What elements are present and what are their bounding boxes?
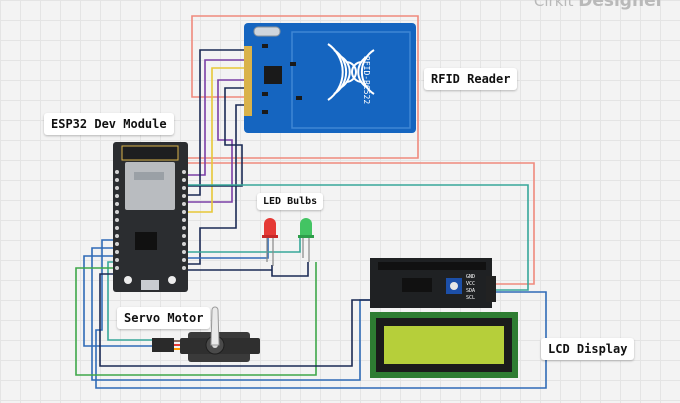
- cirkit-designer-watermark: Cirkit Designer: [533, 0, 664, 11]
- servo-horn-icon: [210, 306, 220, 346]
- lcd-pin-labels: GND VCC SDA SCL: [466, 274, 475, 302]
- label-servo-motor: Servo Motor: [117, 307, 211, 329]
- esp32-module-logo: [134, 172, 164, 180]
- i2c-chip: [402, 278, 432, 292]
- esp32-antenna: [121, 145, 179, 161]
- servo-connector: [152, 338, 174, 352]
- esp32-pins-left: [115, 170, 119, 270]
- wire-blue-bottom-1: [95, 239, 547, 389]
- label-rfid-reader: RFID Reader: [424, 68, 518, 90]
- esp32-button-en: [124, 276, 132, 284]
- servo-motor: [152, 306, 260, 362]
- wire-green-bottom: [75, 262, 317, 376]
- wire-purple-1: [185, 59, 248, 176]
- rfid-pin-header: [244, 46, 252, 116]
- rfid-crystal: [253, 26, 281, 37]
- esp32-rf-shield: [125, 162, 175, 210]
- wire-navy-3: [185, 104, 248, 265]
- lcd-pin-scl: SCL: [466, 295, 476, 301]
- wire-navy-2: [185, 87, 248, 187]
- lcd-pin-sda: SDA: [466, 288, 476, 294]
- wires: [75, 15, 547, 389]
- green-led-icon: [298, 218, 314, 262]
- wire-red-rfid: [185, 15, 419, 159]
- wire-purple-2: [185, 79, 248, 203]
- lcd-pin-gnd: GND: [466, 274, 476, 280]
- red-led-icon: [262, 218, 278, 266]
- wire-led-green: [185, 238, 301, 253]
- rfid-reader: [244, 23, 416, 133]
- esp32-usb-port: [141, 280, 159, 290]
- lcd-pin-block: [486, 276, 496, 302]
- rfid-antenna-trace: [291, 31, 411, 129]
- wire-teal-lcd: [185, 184, 529, 291]
- wire-navy-leds: [185, 262, 309, 277]
- esp32-button-boot: [168, 276, 176, 284]
- label-esp32: ESP32 Dev Module: [44, 113, 174, 135]
- lcd-screen: [384, 326, 504, 364]
- esp32-dev-module: [113, 142, 188, 292]
- esp32-chip: [135, 232, 157, 250]
- wire-red-lcd: [185, 162, 535, 285]
- rfid-smd-parts: [262, 44, 302, 114]
- wire-yellow: [185, 67, 248, 213]
- rfid-board-text: RFID-RC522: [362, 56, 371, 105]
- label-led-bulbs: LED Bulbs: [257, 193, 324, 210]
- wire-blue-servo: [83, 255, 154, 347]
- esp32-pins-right: [182, 170, 186, 270]
- i2c-header-strip: [378, 262, 486, 270]
- wire-navy-bottom: [99, 273, 372, 367]
- rfid-chip: [264, 66, 282, 84]
- rfid-antenna-icon: [327, 43, 375, 101]
- led-bulbs: [262, 218, 314, 266]
- lcd-display: [370, 258, 518, 378]
- label-lcd-display: LCD Display: [541, 338, 635, 360]
- wire-led-red: [185, 238, 269, 259]
- wire-navy-1: [185, 49, 248, 196]
- lcd-pin-vcc: VCC: [466, 281, 476, 287]
